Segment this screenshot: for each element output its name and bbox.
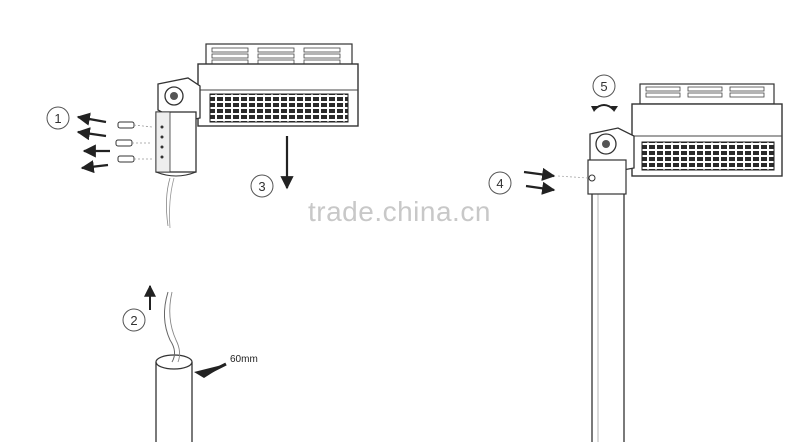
- step1-arrows: [76, 112, 110, 174]
- fixture-fins: [205, 43, 353, 67]
- step4-arrows: [523, 167, 589, 195]
- screw-set: [115, 121, 153, 163]
- watermark: trade.china.cn: [308, 196, 491, 227]
- right-led-array: [641, 141, 775, 171]
- step2-label: 2: [130, 313, 137, 328]
- right-fixture: [587, 83, 783, 195]
- step3-label: 3: [258, 179, 265, 194]
- right-fixture-fins: [639, 83, 775, 105]
- led-array: [209, 93, 349, 123]
- left-pole: [155, 291, 193, 442]
- step5-circle: [592, 74, 616, 98]
- step2-circle: [122, 308, 146, 332]
- step3-circle: [250, 174, 274, 198]
- step5-label: 5: [600, 79, 607, 94]
- left-fixture: [155, 43, 359, 229]
- cable-length-label: 60mm: [230, 354, 258, 365]
- step1-label: 1: [54, 111, 61, 126]
- step4-label: 4: [496, 176, 503, 191]
- step1-circle: [46, 106, 70, 130]
- step4-circle: [488, 171, 512, 195]
